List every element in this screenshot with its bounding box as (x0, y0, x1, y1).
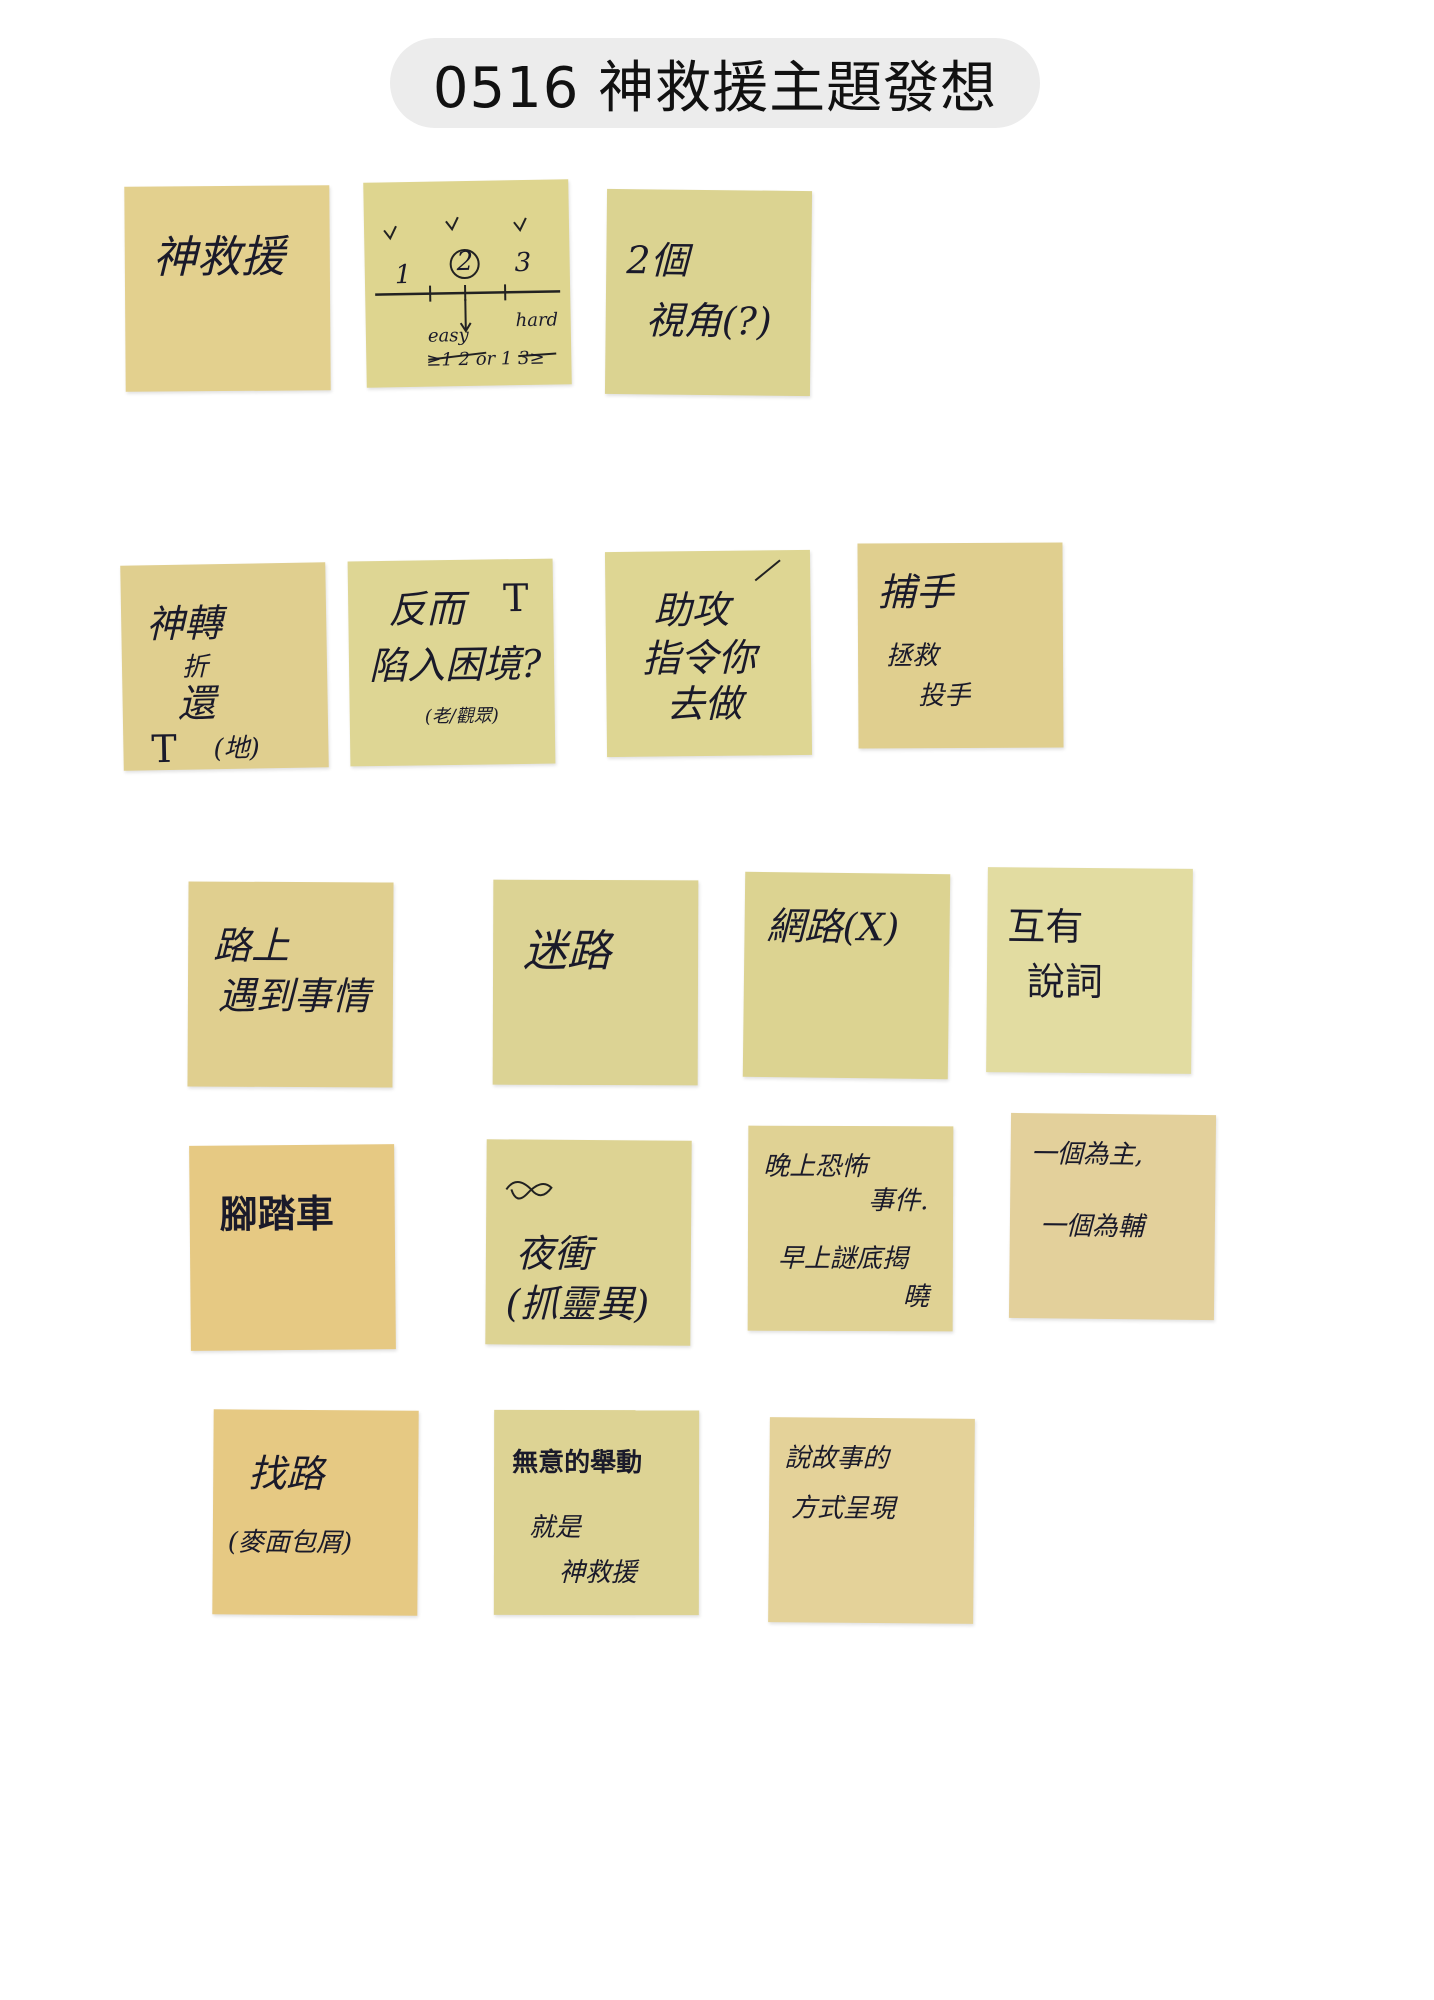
note-text: (抓靈異) (505, 1281, 650, 1327)
sticky-note[interactable]: 助攻 指令你 去做 (604, 549, 813, 758)
note-text: (地) (213, 733, 260, 765)
note-text: 助攻 (653, 587, 730, 633)
note-text: (老/觀眾) (424, 705, 500, 728)
note-text: 還 (177, 681, 217, 726)
sticky-note[interactable]: 腳踏車 (189, 1144, 396, 1351)
note-text: 互有 (1007, 904, 1084, 949)
timeline-sketch (375, 216, 561, 361)
note-text: 無意的舉動 (512, 1447, 643, 1479)
sticky-note[interactable]: 神轉 折 還 T (地) (120, 562, 329, 771)
note-text: easy (427, 324, 469, 347)
note-text: 晚上恐怖 (763, 1151, 868, 1183)
note-text: 1 (394, 259, 412, 291)
note-text: 神救援 (152, 231, 285, 284)
note-text: ≥1 2 or 1 3≥ (426, 347, 545, 371)
note-text: T (151, 726, 178, 772)
board-title: 0516 神救援主題發想 (432, 55, 998, 121)
note-text: 遇到事情 (217, 973, 371, 1019)
sticky-note[interactable]: 說故事的 方式呈現 (768, 1417, 975, 1624)
note-text: 3 (514, 247, 532, 279)
note-text: 早上謎底揭 (777, 1243, 908, 1275)
note-text: 2個 (626, 238, 689, 283)
note-text: T (502, 575, 529, 621)
note-text: 陷入困境? (368, 641, 542, 689)
note-text: 一個為輔 (1039, 1211, 1145, 1243)
note-text: 2 (456, 246, 474, 278)
sticky-note[interactable]: 反而 T 陷入困境? (老/觀眾) (347, 558, 556, 767)
note-text: 一個為主, (1030, 1139, 1144, 1171)
sticky-note[interactable]: 夜衝 (抓靈異) (485, 1139, 692, 1346)
note-text: (麥面包屑) (227, 1527, 353, 1559)
sticky-note[interactable]: 捕手 拯救 投手 (857, 542, 1064, 749)
checkmark-stroke (754, 559, 781, 582)
note-text: 說詞 (1026, 959, 1104, 1005)
note-text: 指令你 (641, 635, 757, 681)
note-text: 拯救 (885, 641, 939, 672)
note-text: 找路 (248, 1451, 325, 1497)
scribble-mark (505, 1181, 553, 1200)
note-text: 迷路 (523, 925, 612, 978)
note-text: 去做 (666, 681, 743, 727)
sticky-note[interactable]: 2個 視角(?) (604, 188, 813, 397)
note-text: 腳踏車 (219, 1190, 334, 1237)
note-text: 網路(X) (766, 904, 900, 950)
sticky-note[interactable]: 無意的舉動 就是 神救援 (493, 1409, 700, 1616)
note-text: 夜衝 (515, 1231, 593, 1277)
sticky-note[interactable]: 晚上恐怖 事件. 早上謎底揭 曉 (747, 1125, 954, 1332)
note-text: 折 (181, 652, 209, 683)
sticky-note[interactable]: 互有 說詞 (986, 867, 1193, 1074)
sticky-note[interactable]: 一個為主, 一個為輔 (1008, 1112, 1217, 1321)
sticky-note[interactable]: 找路 (麥面包屑) (212, 1409, 419, 1616)
note-text: 視角(?) (645, 298, 772, 344)
note-text: 曉 (902, 1282, 929, 1313)
note-text: 投手 (918, 680, 971, 712)
note-text: 事件. (868, 1186, 929, 1217)
sticky-note[interactable]: 網路(X) (742, 871, 951, 1080)
note-text: 說故事的 (784, 1443, 889, 1475)
note-text: 神救援 (558, 1557, 637, 1589)
sticky-note[interactable]: 路上 遇到事情 (187, 881, 394, 1088)
note-text: 捕手 (877, 570, 954, 615)
note-text: 就是 (528, 1512, 582, 1543)
sticky-note[interactable]: 迷路 (492, 879, 699, 1086)
note-text: 路上 (213, 923, 290, 968)
sticky-note[interactable]: 1 2 3 easy hard ≥1 2 or 1 3≥ (363, 179, 572, 388)
board-title-pill: 0516 神救援主題發想 (390, 38, 1040, 128)
note-text: 方式呈現 (790, 1493, 896, 1525)
sticky-note[interactable]: 神救援 (124, 185, 331, 392)
note-text: 反而 (387, 586, 465, 632)
note-text: hard (515, 309, 559, 332)
note-text: 神轉 (145, 601, 223, 647)
